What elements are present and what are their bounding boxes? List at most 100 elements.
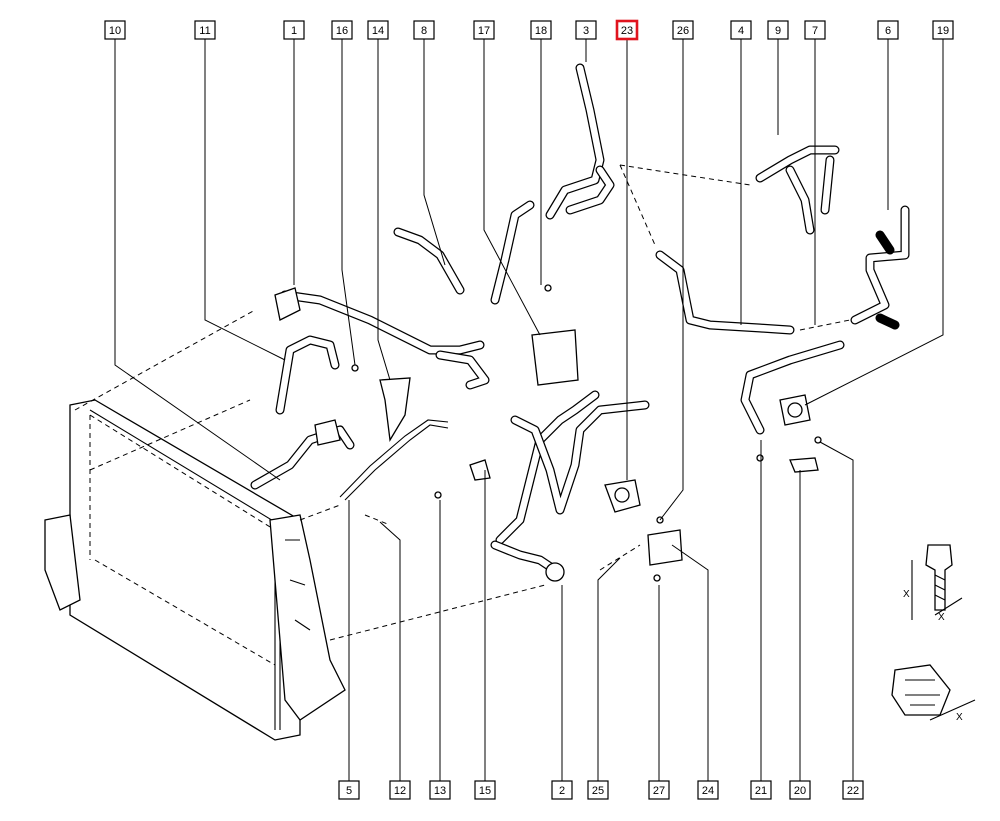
leader-lines bbox=[114, 39, 944, 781]
callout-17[interactable]: 17 bbox=[473, 20, 495, 40]
callout-box bbox=[877, 20, 899, 40]
callout-box bbox=[615, 19, 639, 41]
callout-number: 12 bbox=[394, 785, 406, 797]
callout-number: 2 bbox=[559, 785, 565, 797]
callout-box bbox=[367, 20, 389, 40]
leader-line-10 bbox=[114, 39, 281, 481]
callout-box bbox=[672, 20, 694, 40]
callout-box bbox=[551, 780, 573, 800]
callout-24[interactable]: 24 bbox=[697, 780, 719, 800]
callout-box bbox=[474, 780, 496, 800]
bolt-dimension-x-label: X bbox=[903, 589, 910, 600]
hoses bbox=[250, 63, 910, 641]
callout-box bbox=[575, 20, 597, 40]
callout-19[interactable]: 19 bbox=[932, 20, 954, 40]
callout-box bbox=[842, 780, 864, 800]
leader-line-8 bbox=[423, 39, 446, 266]
callout-number: 3 bbox=[583, 25, 589, 37]
callout-21[interactable]: 21 bbox=[750, 780, 772, 800]
callout-box bbox=[767, 20, 789, 40]
callout-23[interactable]: 23 bbox=[615, 19, 639, 41]
callout-box bbox=[697, 780, 719, 800]
bolt-dimension-x-label-2: X bbox=[938, 612, 945, 623]
callout-box bbox=[587, 780, 609, 800]
leader-line-22 bbox=[819, 441, 854, 781]
callout-box bbox=[789, 780, 811, 800]
callout-box bbox=[932, 20, 954, 40]
leader-line-25 bbox=[597, 557, 621, 781]
callout-20[interactable]: 20 bbox=[789, 780, 811, 800]
callout-box bbox=[389, 780, 411, 800]
leader-line-16 bbox=[341, 39, 356, 366]
callout-9[interactable]: 9 bbox=[767, 20, 789, 40]
leader-line-24 bbox=[671, 544, 709, 781]
callout-box bbox=[473, 20, 495, 40]
callout-number: 20 bbox=[794, 785, 806, 797]
callout-box bbox=[730, 20, 752, 40]
callout-number: 16 bbox=[336, 25, 348, 37]
callout-number: 18 bbox=[535, 25, 547, 37]
callout-number: 25 bbox=[592, 785, 604, 797]
callout-5[interactable]: 5 bbox=[338, 780, 360, 800]
callout-7[interactable]: 7 bbox=[804, 20, 826, 40]
callout-number: 14 bbox=[372, 25, 384, 37]
callout-number: 15 bbox=[479, 785, 491, 797]
callout-3[interactable]: 3 bbox=[575, 20, 597, 40]
callout-box bbox=[648, 780, 670, 800]
callout-27[interactable]: 27 bbox=[648, 780, 670, 800]
leader-line-11 bbox=[204, 39, 286, 361]
leader-line-12 bbox=[379, 521, 401, 781]
callout-number: 17 bbox=[478, 25, 490, 37]
callout-number: 1 bbox=[291, 25, 297, 37]
callout-12[interactable]: 12 bbox=[389, 780, 411, 800]
leader-line-14 bbox=[377, 39, 391, 381]
callout-1[interactable]: 1 bbox=[283, 20, 305, 40]
callout-26[interactable]: 26 bbox=[672, 20, 694, 40]
callout-number: 21 bbox=[755, 785, 767, 797]
callout-number: 4 bbox=[738, 25, 744, 37]
callout-10[interactable]: 10 bbox=[104, 20, 126, 40]
callout-25[interactable]: 25 bbox=[587, 780, 609, 800]
leader-line-26 bbox=[659, 39, 684, 521]
bolt-inset: X X bbox=[903, 544, 963, 623]
callout-8[interactable]: 8 bbox=[413, 20, 435, 40]
callout-number: 9 bbox=[775, 25, 781, 37]
leader-line-19 bbox=[804, 39, 944, 406]
callout-number: 22 bbox=[847, 785, 859, 797]
callout-number: 10 bbox=[109, 25, 121, 37]
callout-11[interactable]: 11 bbox=[194, 20, 216, 40]
callout-15[interactable]: 15 bbox=[474, 780, 496, 800]
callout-6[interactable]: 6 bbox=[877, 20, 899, 40]
callout-box bbox=[804, 20, 826, 40]
leader-line-17 bbox=[483, 39, 541, 336]
callout-13[interactable]: 13 bbox=[429, 780, 451, 800]
callout-number: 6 bbox=[885, 25, 891, 37]
callout-box bbox=[413, 20, 435, 40]
callout-18[interactable]: 18 bbox=[530, 20, 552, 40]
callout-number: 24 bbox=[702, 785, 714, 797]
callout-number: 23 bbox=[621, 25, 633, 37]
callout-number: 11 bbox=[199, 25, 210, 37]
callout-number: 5 bbox=[346, 785, 352, 797]
callout-number: 7 bbox=[812, 25, 818, 37]
callout-2[interactable]: 2 bbox=[551, 780, 573, 800]
callout-box bbox=[429, 780, 451, 800]
callout-number: 27 bbox=[653, 785, 665, 797]
callout-box bbox=[283, 20, 305, 40]
callout-4[interactable]: 4 bbox=[730, 20, 752, 40]
clip-dimension-x-label: X bbox=[956, 712, 963, 723]
clip-inset: X bbox=[891, 664, 976, 723]
callout-box bbox=[530, 20, 552, 40]
callout-22[interactable]: 22 bbox=[842, 780, 864, 800]
callout-number: 13 bbox=[434, 785, 446, 797]
radiator bbox=[44, 309, 346, 741]
callout-16[interactable]: 16 bbox=[331, 20, 353, 40]
callout-box bbox=[338, 780, 360, 800]
callout-14[interactable]: 14 bbox=[367, 20, 389, 40]
callout-box bbox=[194, 20, 216, 40]
callout-number: 19 bbox=[937, 25, 949, 37]
callout-box bbox=[104, 20, 126, 40]
callout-number: 8 bbox=[421, 25, 427, 37]
callout-box bbox=[331, 20, 353, 40]
